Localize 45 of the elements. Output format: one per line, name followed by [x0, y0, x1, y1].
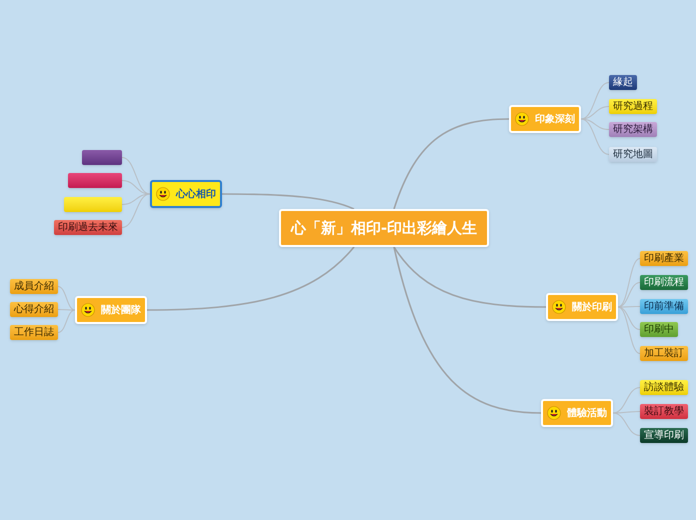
connector-line [618, 282, 640, 308]
topic-box: 關於團隊 [75, 296, 147, 324]
connector-line [612, 411, 640, 414]
connector-line [122, 157, 150, 194]
connector-line [58, 309, 76, 310]
subtopic-box: 研究地圖 [609, 147, 657, 162]
connector-line [618, 306, 640, 354]
subtopic-box: 印刷過去未來 [54, 220, 122, 235]
topic-box: 關於印刷 [546, 293, 618, 321]
subtopic-box: 裝訂教學 [640, 404, 688, 419]
subtopic-box [64, 197, 122, 212]
subtopic-box: 印刷流程 [640, 275, 688, 290]
connector-line [122, 194, 150, 228]
connector-line [393, 246, 546, 308]
subtopic-box: 研究過程 [609, 99, 657, 114]
topic-box: 心心相印 [150, 180, 222, 208]
subtopic-box [68, 173, 122, 188]
connector-line [393, 118, 510, 210]
subtopic-box: 成員介紹 [10, 279, 58, 294]
central-topic: 心「新」相印-印出彩繪人生 [279, 209, 489, 247]
subtopic-box [82, 150, 122, 165]
topic-box: 體驗活動 [541, 399, 613, 427]
topic-box: 印象深刻 [509, 105, 581, 133]
connector-line [618, 258, 640, 308]
subtopic-box: 研究架構 [609, 122, 657, 137]
connector-line [58, 310, 76, 333]
connector-line [618, 306, 640, 330]
subtopic-box: 訪談體驗 [640, 380, 688, 395]
connector-line [612, 387, 640, 414]
connector-line [580, 118, 610, 155]
subtopic-box: 宣導印刷 [640, 428, 688, 443]
subtopic-box: 印前準備 [640, 299, 688, 314]
connector-line [58, 286, 76, 310]
subtopic-box: 印刷產業 [640, 251, 688, 266]
connector-line [393, 246, 542, 414]
connector-line [580, 82, 610, 120]
connector-line [222, 193, 354, 210]
subtopic-box: 心得介紹 [10, 302, 58, 317]
connector-line [612, 412, 640, 436]
subtopic-box: 緣起 [609, 75, 637, 90]
subtopic-box: 加工裝訂 [640, 346, 688, 361]
connector-line [147, 246, 355, 311]
connector-line [618, 306, 640, 308]
subtopic-box: 工作日誌 [10, 325, 58, 340]
subtopic-box: 印刷中 [640, 322, 678, 337]
